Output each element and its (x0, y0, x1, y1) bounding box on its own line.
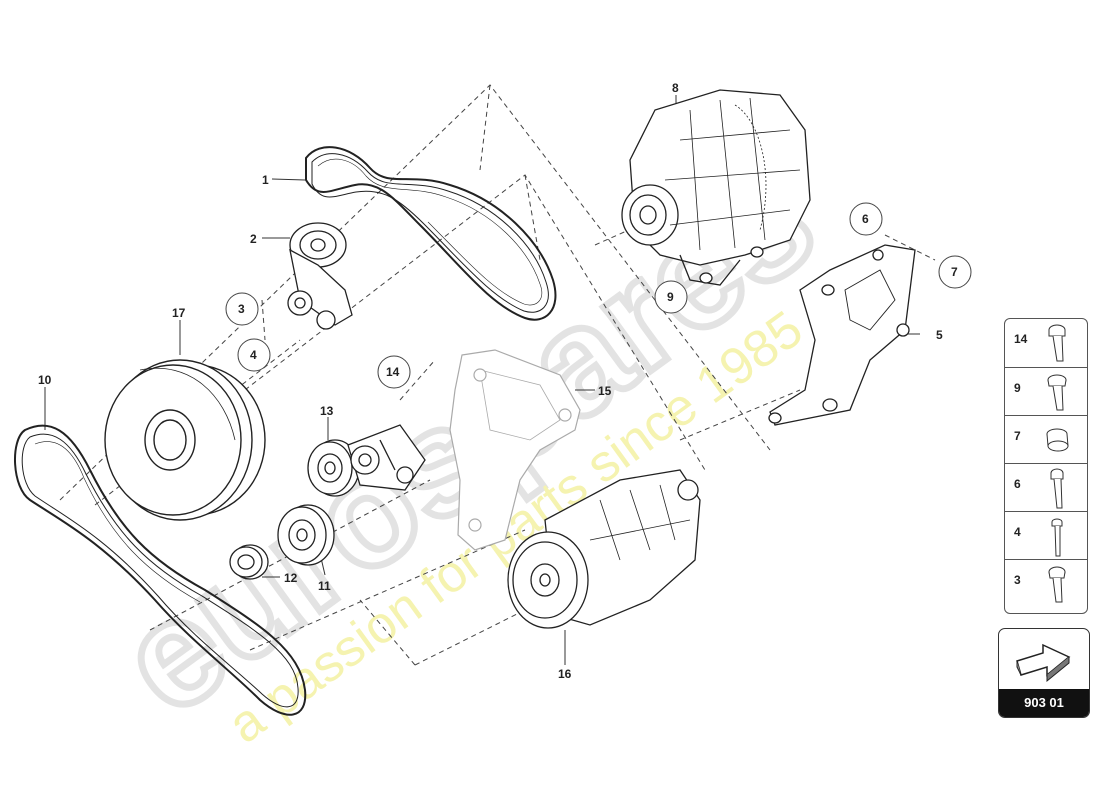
belt-tensioner-lower (347, 424, 426, 491)
circled-callout-labels: 3 4 14 9 6 7 (238, 212, 958, 379)
legend-number: 14 (1014, 332, 1028, 346)
legend-number: 9 (1014, 381, 1021, 395)
legend-number: 4 (1014, 525, 1021, 539)
small-pulley-12 (229, 544, 269, 580)
legend-number: 7 (1014, 429, 1021, 443)
legend-row-9: 9 (1005, 367, 1087, 416)
callout-15: 15 (598, 384, 612, 398)
legend-row-6: 6 (1005, 463, 1087, 512)
alternator (621, 89, 811, 286)
crankshaft-pulley (104, 359, 266, 521)
callout-4: 4 (250, 348, 257, 362)
bolt-icon-long (1050, 468, 1064, 509)
callout-10: 10 (38, 373, 52, 387)
callout-2: 2 (250, 232, 257, 246)
ac-compressor (507, 469, 701, 629)
callout-3: 3 (238, 302, 245, 316)
circled-callouts (225, 202, 972, 389)
callout-1: 1 (262, 173, 269, 187)
callout-12: 12 (284, 571, 298, 585)
fastener-legend: 14 9 7 6 4 (1004, 318, 1088, 614)
callout-17: 17 (172, 306, 186, 320)
belt-tensioner (287, 222, 353, 330)
callout-16: 16 (558, 667, 572, 681)
legend-row-4: 4 (1005, 511, 1087, 560)
bolt-icon-slim (1051, 518, 1063, 557)
callout-7: 7 (951, 265, 958, 279)
idler-pulley-11 (277, 504, 335, 566)
bolt-icon-socket (1048, 566, 1066, 603)
callout-labels: 1 2 17 10 8 5 15 13 12 11 16 (38, 81, 943, 681)
lower-drive-belt (14, 424, 307, 716)
callout-5: 5 (936, 328, 943, 342)
compressor-bracket (449, 349, 581, 551)
legend-row-3: 3 (1005, 559, 1087, 608)
upper-drive-belt (305, 146, 557, 321)
idler-pulley-13 (307, 439, 360, 497)
callout-9: 9 (667, 290, 674, 304)
callout-13: 13 (320, 404, 334, 418)
callout-8: 8 (672, 81, 679, 95)
bolt-icon-flange (1047, 374, 1067, 411)
legend-row-7: 7 (1005, 415, 1087, 464)
legend-number: 6 (1014, 477, 1021, 491)
legend-number: 3 (1014, 573, 1021, 587)
arrow-icon (1016, 643, 1071, 683)
sleeve-icon (1046, 428, 1069, 452)
mounting-bracket (768, 244, 916, 426)
legend-row-14: 14 (1005, 319, 1087, 367)
callout-14: 14 (386, 365, 400, 379)
page-navigation-box[interactable]: 903 01 (998, 628, 1090, 718)
callout-11: 11 (318, 579, 331, 593)
callout-6: 6 (862, 212, 869, 226)
page-code: 903 01 (999, 689, 1089, 717)
bolt-icon-hex-head (1048, 324, 1066, 362)
